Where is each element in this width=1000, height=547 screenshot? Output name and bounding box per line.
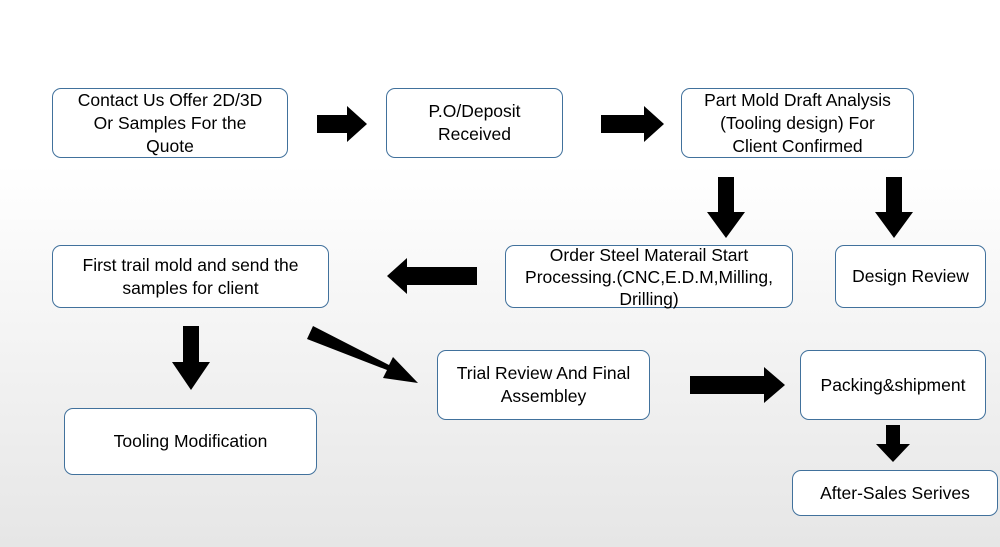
step-after-sales: After-Sales Serives xyxy=(792,470,998,516)
step-draft-analysis: Part Mold Draft Analysis (Tooling design… xyxy=(681,88,914,158)
arrow-down-1 xyxy=(707,177,745,238)
step-design-review: Design Review xyxy=(835,245,986,308)
arrow-right-1 xyxy=(317,106,367,142)
step-packing-shipment: Packing&shipment xyxy=(800,350,986,420)
arrow-left-1 xyxy=(387,258,477,294)
step-po-deposit: P.O/Deposit Received xyxy=(386,88,563,158)
step-contact: Contact Us Offer 2D/3D Or Samples For th… xyxy=(52,88,288,158)
arrow-down-3 xyxy=(172,326,210,390)
step-tooling-modification: Tooling Modification xyxy=(64,408,317,475)
arrow-right-3 xyxy=(690,367,785,403)
arrow-down-4 xyxy=(876,425,910,462)
step-trial-review: Trial Review And Final Assembley xyxy=(437,350,650,420)
step-first-trial: First trail mold and send the samples fo… xyxy=(52,245,329,308)
arrow-right-2 xyxy=(601,106,664,142)
arrow-diagonal xyxy=(307,326,418,383)
step-steel-order: Order Steel Materail Start Processing.(C… xyxy=(505,245,793,309)
arrow-down-2 xyxy=(875,177,913,238)
